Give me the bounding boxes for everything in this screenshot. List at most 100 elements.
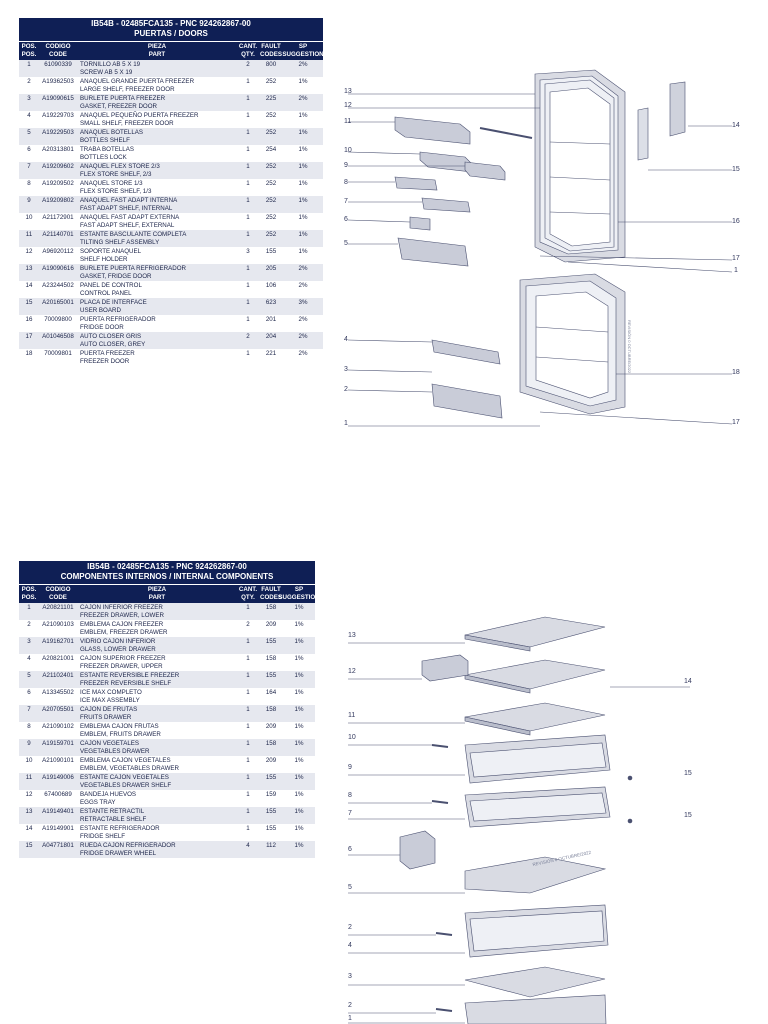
cell-code: 70009800: [44, 316, 72, 323]
part-name-en: SCREW AB 5 X 19: [80, 69, 133, 76]
header-sp-suggestion: SP SUGGESTION: [282, 43, 324, 58]
cell-sp-suggestion: 1%: [298, 214, 308, 221]
part-name-es: ICE MAX COMPLETO: [80, 689, 142, 696]
part-name-es: ESTANTE REFRIGERADOR: [80, 825, 160, 832]
cell-fault-code: 221: [265, 350, 277, 357]
cell-fault-code: 158: [265, 604, 277, 611]
callout-2: 2: [344, 386, 348, 393]
part-name-es: ANAQUEL BOTELLAS: [80, 129, 144, 136]
part-name-es: ANAQUEL STORE 1/3: [80, 180, 143, 187]
part-name-es: ESTANTE RETRACTIL: [80, 808, 145, 815]
cell-code: A19229503: [42, 129, 74, 136]
cell-sp-suggestion: 1%: [298, 129, 308, 136]
cell-sp-suggestion: 2%: [298, 61, 308, 68]
cell-fault-code: 254: [265, 146, 277, 153]
part-name-en: VEGETABLES DRAWER: [80, 748, 150, 755]
cell-code: A19149401: [42, 808, 74, 815]
cell-qty: 1: [246, 282, 250, 289]
part-name-es: EMBLEMA CAJON VEGETALES: [80, 757, 171, 764]
part-name-es: RUEDA CAJON REFRIGERADOR: [80, 842, 176, 849]
cell-qty: 1: [246, 231, 250, 238]
cell-pos: 12: [25, 791, 33, 798]
cell-fault-code: 209: [265, 723, 277, 730]
cell-pos: 3: [27, 95, 31, 102]
cell-sp-suggestion: 1%: [294, 604, 304, 611]
cell-code: A20821101: [42, 604, 74, 611]
cell-qty: 1: [246, 808, 250, 815]
cell-sp-suggestion: 1%: [298, 78, 308, 85]
part-name-es: ESTANTE REVERSIBLE FREEZER: [80, 672, 180, 679]
part-name-en: VEGETABLES DRAWER SHELF: [80, 782, 172, 789]
cell-code: A20165001: [42, 299, 74, 306]
part-name-en: FREEZER DRAWER, UPPER: [80, 663, 163, 670]
cell-code: A19090615: [42, 95, 74, 102]
callout-7: 7: [344, 198, 348, 205]
cell-pos: 5: [27, 672, 31, 679]
cell-code: A20705501: [42, 706, 74, 713]
cell-code: A21090102: [42, 723, 74, 730]
callout-5: 5: [348, 884, 352, 891]
part-name-es: CAJON SUPERIOR FREEZER: [80, 655, 166, 662]
cell-qty: 1: [246, 350, 250, 357]
cell-qty: 1: [246, 655, 250, 662]
callout-17-lower: 17: [732, 419, 740, 426]
cell-pos: 9: [27, 740, 31, 747]
callout-18: 18: [732, 369, 740, 376]
callout-10: 10: [348, 734, 356, 741]
part-name-en: FRIDGE DOOR: [80, 324, 124, 331]
part-name-es: VIDRIO CAJON INFERIOR: [80, 638, 156, 645]
cell-fault-code: 155: [265, 825, 277, 832]
cell-pos: 8: [27, 180, 31, 187]
part-name-en: FRIDGE DRAWER WHEEL: [80, 850, 157, 857]
cell-pos: 6: [27, 146, 31, 153]
cell-sp-suggestion: 1%: [294, 706, 304, 713]
callout-4: 4: [348, 942, 352, 949]
part-name-en: BOTTLES SHELF: [80, 137, 130, 144]
cell-code: A01046508: [42, 333, 74, 340]
cell-fault-code: 800: [265, 61, 277, 68]
cell-sp-suggestion: 1%: [294, 842, 304, 849]
cell-pos: 14: [25, 825, 33, 832]
cell-qty: 1: [246, 723, 250, 730]
callout-1-lower: 1: [344, 420, 348, 427]
cell-qty: 1: [246, 163, 250, 170]
cell-qty: 1: [246, 78, 250, 85]
cell-qty: 2: [246, 333, 250, 340]
cell-fault-code: 209: [265, 757, 277, 764]
cell-pos: 5: [27, 129, 31, 136]
cell-sp-suggestion: 1%: [298, 112, 308, 119]
cell-pos: 7: [27, 163, 31, 170]
internal-parts-table: IB54B - 02485FCA135 - PNC 924262867-00 C…: [19, 561, 320, 858]
cell-fault-code: 252: [265, 78, 277, 85]
part-name-es: BURLETE PUERTA REFRIGERADOR: [80, 265, 187, 272]
cell-sp-suggestion: 1%: [294, 774, 304, 781]
cell-fault-code: 112: [266, 842, 276, 849]
cell-code: A19149006: [42, 774, 74, 781]
cell-pos: 7: [27, 706, 31, 713]
part-name-en: FRUITS DRAWER: [80, 714, 132, 721]
